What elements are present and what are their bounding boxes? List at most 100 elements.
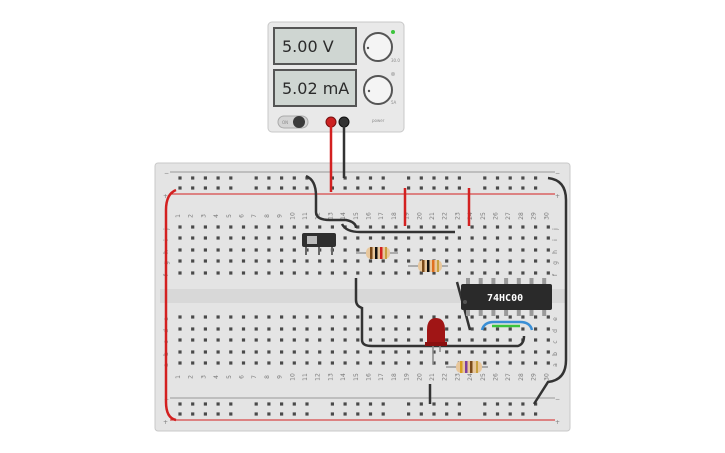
hole [356, 259, 360, 263]
column-number: 12 [315, 373, 322, 381]
hole [407, 236, 411, 240]
hole [394, 248, 398, 252]
led[interactable] [425, 318, 447, 364]
hole [343, 271, 347, 275]
hole [483, 186, 487, 190]
positive-terminal[interactable] [325, 116, 337, 128]
hole [229, 248, 233, 252]
hole [229, 236, 233, 240]
hole [534, 315, 538, 319]
gate-input-wire [354, 278, 526, 348]
negative-terminal[interactable] [338, 116, 350, 128]
column-number: 26 [493, 212, 500, 220]
hole [432, 186, 436, 190]
current-knob[interactable] [363, 75, 393, 105]
hole [445, 271, 449, 275]
hole [445, 402, 449, 406]
hole [521, 248, 525, 252]
hole [470, 350, 474, 354]
hole [343, 402, 347, 406]
hole [356, 350, 360, 354]
column-number: 26 [493, 373, 500, 381]
row-letter: e [552, 317, 559, 321]
hole [521, 327, 525, 331]
hole [495, 350, 500, 354]
hole [280, 361, 284, 365]
hole [254, 236, 258, 240]
hole [229, 259, 233, 263]
column-number: 27 [505, 212, 512, 220]
hole [305, 259, 309, 263]
hole [241, 350, 246, 354]
hole [280, 412, 284, 416]
slide-switch[interactable] [302, 233, 336, 255]
hole [457, 176, 461, 180]
breadboard-holes[interactable] [178, 176, 550, 416]
column-number: 7 [251, 375, 258, 379]
hole [330, 271, 334, 275]
hole [330, 350, 334, 354]
hole [216, 315, 220, 319]
hole [254, 350, 258, 354]
column-number: 11 [302, 212, 309, 220]
hole [229, 225, 233, 229]
hole [483, 412, 487, 416]
hole [521, 402, 525, 406]
hole [191, 271, 195, 275]
power-supply[interactable]: 5.00 V 5.02 mA 30.0 5A ON power [267, 21, 405, 133]
hole [241, 225, 246, 229]
hole [356, 248, 360, 252]
current-reading: 5.02 mA [282, 79, 349, 98]
hole [381, 236, 385, 240]
hole [267, 315, 271, 319]
hole [280, 271, 284, 275]
hole [203, 327, 207, 331]
hole [241, 338, 246, 342]
column-number: 20 [416, 212, 423, 220]
rail-minus-label-right: − [555, 170, 560, 177]
hole [356, 176, 360, 180]
hole [368, 236, 373, 240]
hole [457, 402, 461, 406]
resistor-1[interactable] [356, 247, 398, 259]
hole [394, 327, 398, 331]
chip-pin [529, 278, 534, 284]
resistor-3[interactable] [446, 361, 488, 373]
wires[interactable] [164, 126, 568, 422]
hole [483, 338, 487, 342]
current-display [273, 69, 357, 107]
hole [407, 412, 411, 416]
hole [254, 271, 258, 275]
hole [191, 176, 195, 180]
column-number: 22 [442, 373, 449, 381]
hole [178, 402, 182, 406]
hole [267, 271, 271, 275]
hole [419, 338, 423, 342]
hole [191, 350, 195, 354]
voltage-knob[interactable] [363, 32, 393, 62]
hole [534, 186, 538, 190]
hole [267, 412, 271, 416]
hole [419, 412, 423, 416]
hole [483, 350, 487, 354]
hole [419, 350, 423, 354]
hole [445, 412, 449, 416]
hole [254, 402, 258, 406]
hole [394, 236, 398, 240]
hole [229, 176, 233, 180]
hole [330, 176, 334, 180]
hole [368, 176, 373, 180]
hole [457, 236, 461, 240]
resistor-2[interactable] [408, 260, 448, 272]
rail-plus-label-bottom-right: + [555, 419, 560, 426]
hole [216, 236, 220, 240]
hole [229, 338, 233, 342]
ic-chip-74hc00[interactable]: 74HC00 [461, 278, 552, 316]
hole [534, 327, 538, 331]
hole [381, 361, 385, 365]
hole [292, 361, 296, 365]
hole [534, 271, 538, 275]
hole [241, 315, 246, 319]
hole [216, 338, 220, 342]
hole [267, 186, 271, 190]
